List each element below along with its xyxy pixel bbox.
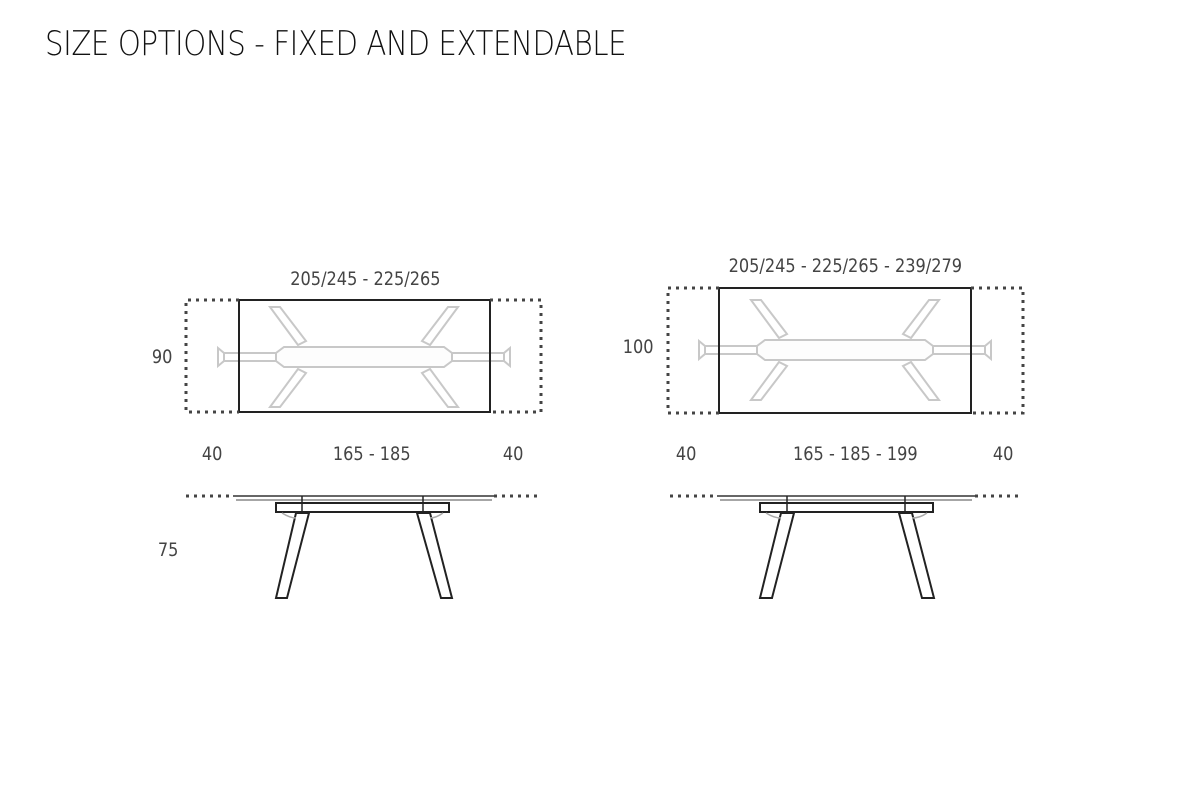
page-title: SIZE OPTIONS - FIXED AND EXTENDABLE <box>45 24 627 64</box>
top-length-label-1: 205/245 - 225/265 <box>290 268 441 290</box>
extension-outline-2 <box>666 286 1025 415</box>
side-view-2 <box>670 494 1023 599</box>
top-view-1 <box>184 298 543 414</box>
top-length-label-2: 205/245 - 225/265 - 239/279 <box>728 255 963 277</box>
base-outline-1 <box>217 306 511 408</box>
tabletop-outline-2 <box>718 287 972 414</box>
center-length-label-2: 165 - 185 - 199 <box>793 443 918 465</box>
top-view-2 <box>666 286 1025 415</box>
depth-label-1: 90 <box>151 346 173 368</box>
right-extension-label-2: 40 <box>992 443 1014 465</box>
center-length-label-1: 165 - 185 <box>332 443 411 465</box>
depth-label-2: 100 <box>622 336 654 358</box>
base-outline-2 <box>698 299 992 401</box>
left-extension-label-2: 40 <box>675 443 697 465</box>
tabletop-outline-1 <box>238 299 491 413</box>
right-extension-label-1: 40 <box>502 443 524 465</box>
side-view-1 <box>186 494 541 599</box>
height-label-1: 75 <box>157 539 179 561</box>
extension-outline-1 <box>184 298 543 414</box>
left-extension-label-1: 40 <box>201 443 223 465</box>
